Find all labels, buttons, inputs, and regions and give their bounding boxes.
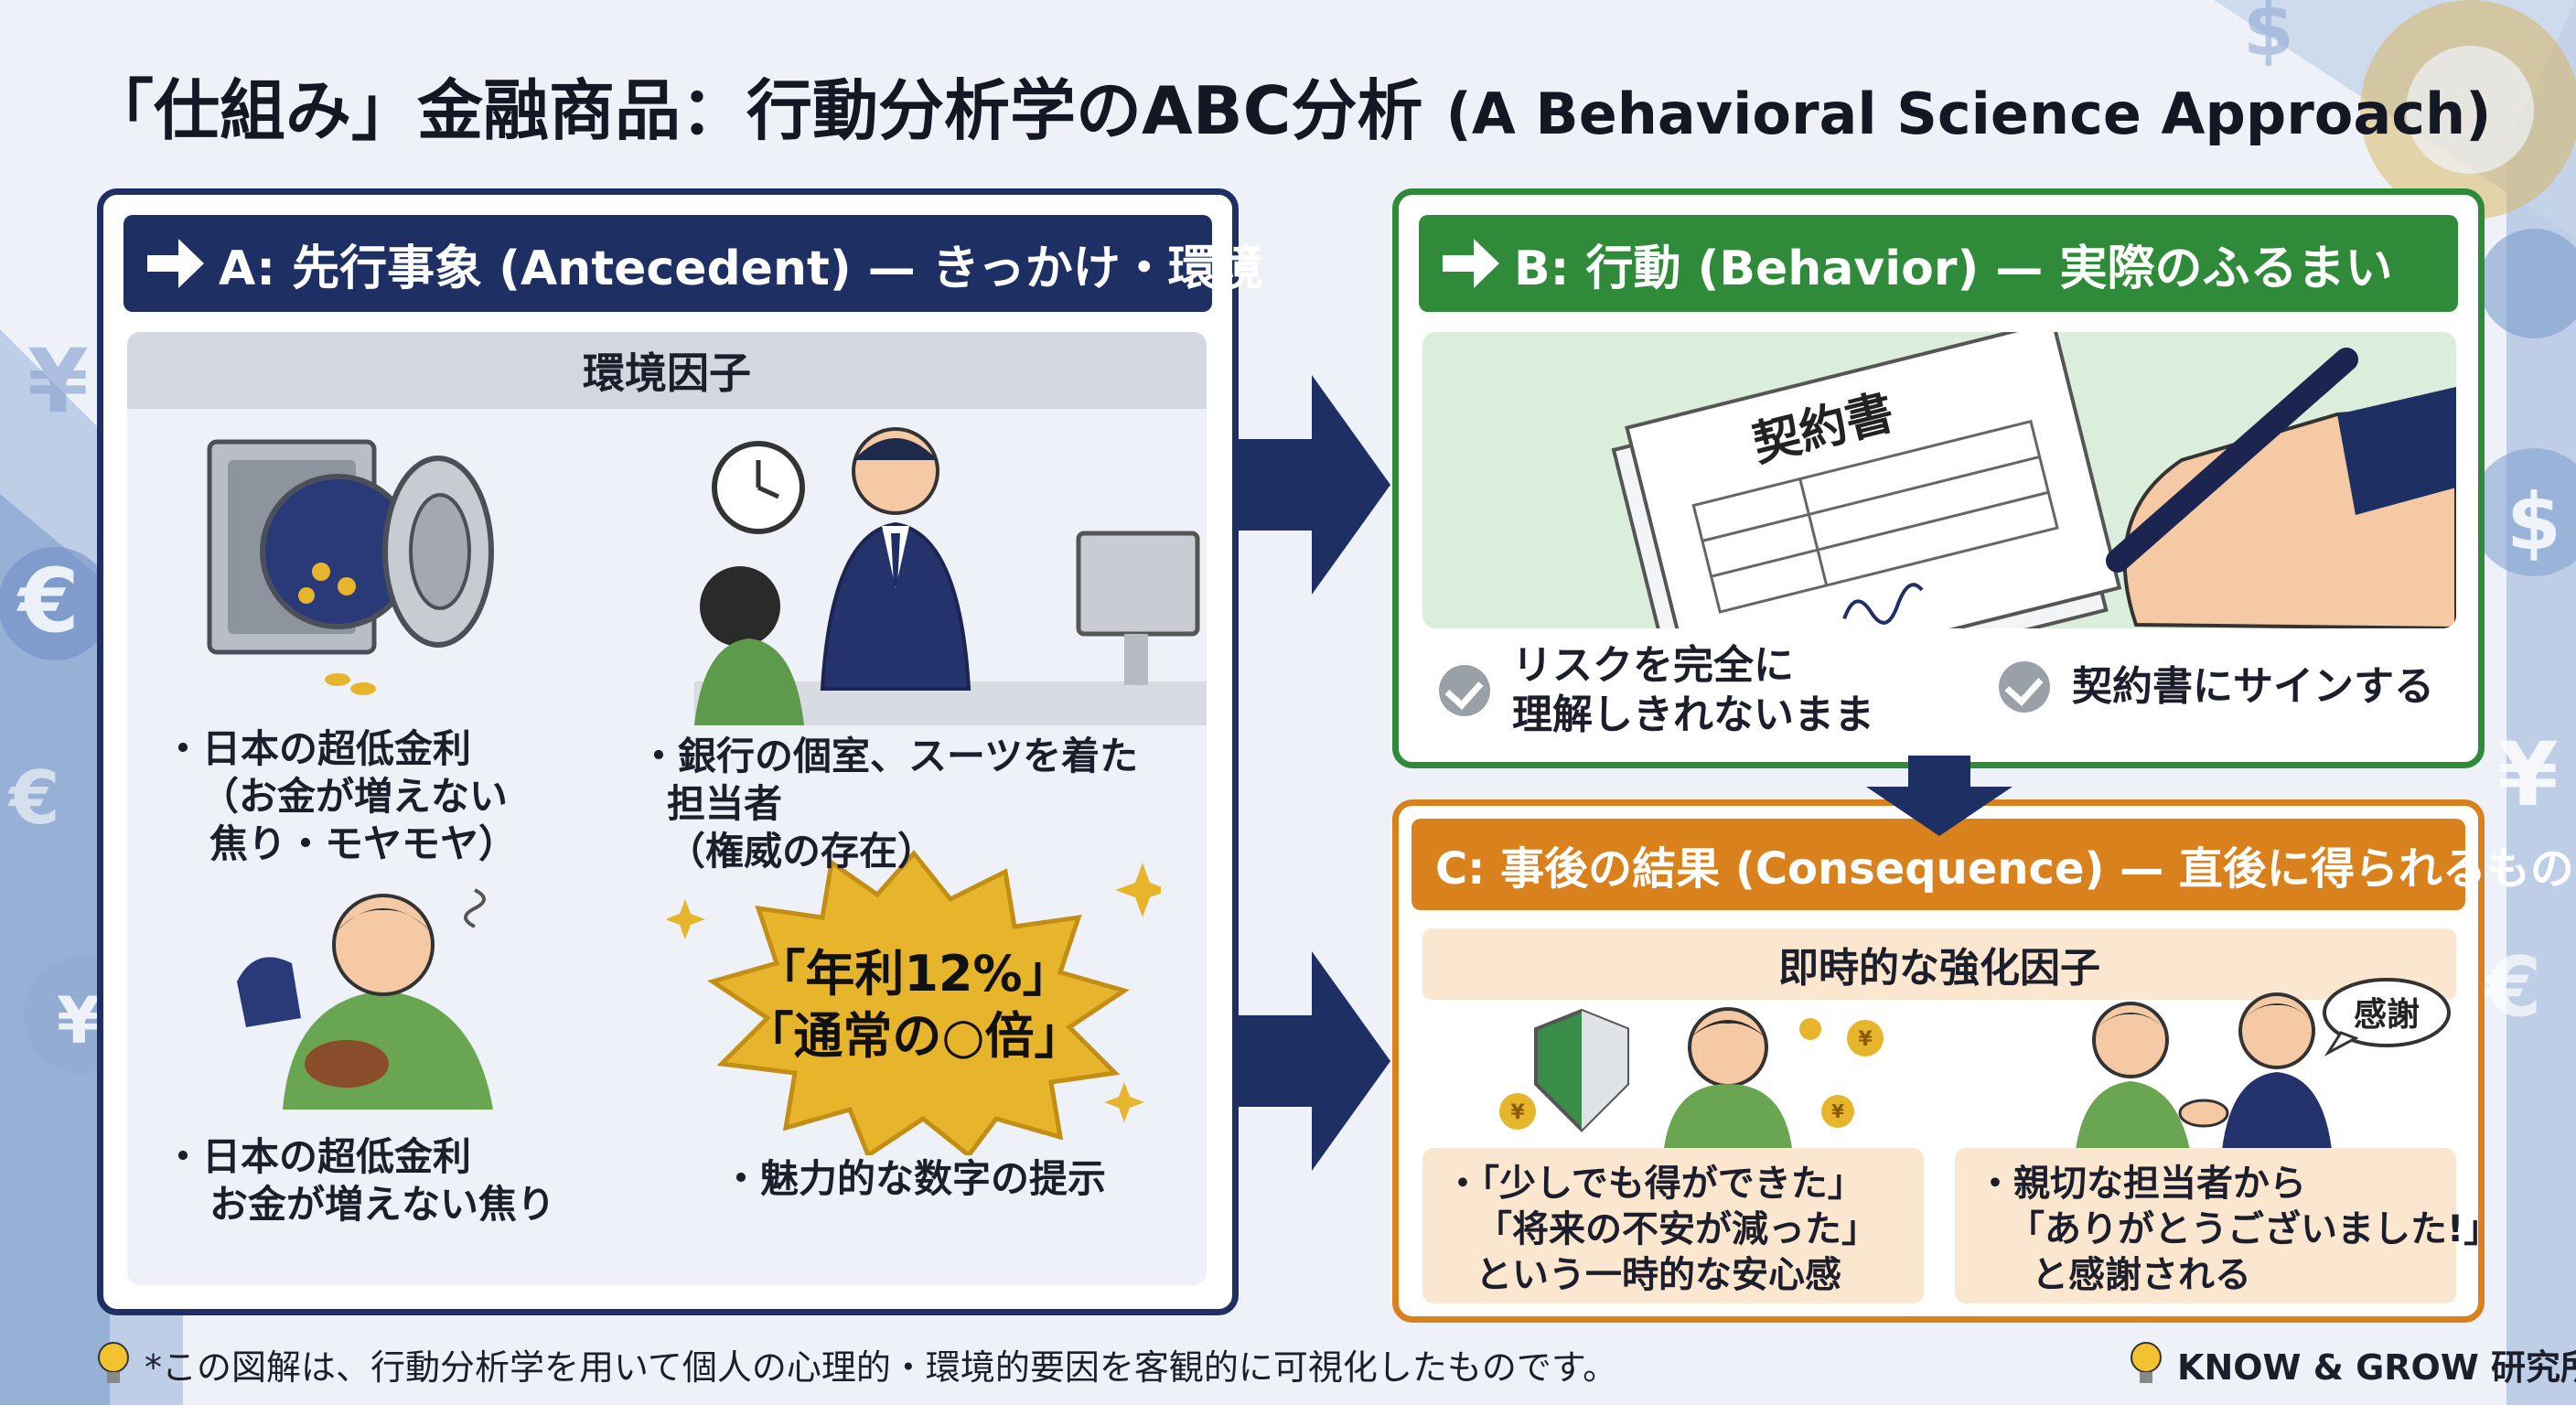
page-title: 「仕組み」金融商品：行動分析学のABC分析 (A Behavioral Scie…	[88, 57, 2491, 153]
dollar-icon: $	[2243, 0, 2294, 72]
behavior-item-2: 契約書にサインする	[1999, 661, 2434, 713]
title-subtitle: (A Behavioral Science Approach)	[1445, 80, 2492, 147]
pen-icon	[2106, 348, 2358, 573]
panel-b-illustration-area: 契約書	[1422, 332, 2456, 628]
panel-c-title: C: 事後の結果 (Consequence) — 直後に得られるもの	[1435, 843, 2574, 895]
check-icon	[1439, 665, 1490, 716]
contract-signing-illustration: 契約書	[1611, 332, 2456, 628]
yen-icon: ¥	[57, 983, 102, 1058]
sparkle-icon	[1115, 863, 1161, 917]
relieved-person-illustration: ¥ ¥ ¥	[1499, 1007, 1884, 1148]
coin-icon	[1847, 1020, 1884, 1056]
yen-icon: ¥	[1831, 1100, 1844, 1122]
section-label-environment: 環境因子	[127, 332, 1207, 409]
lightbulb-icon	[2131, 1341, 2162, 1383]
key-icon	[1799, 1018, 1821, 1040]
panel-a-header: A: 先行事象 (Antecedent) — きっかけ・環境	[123, 215, 1263, 312]
sparkle-icon	[1104, 1082, 1144, 1122]
yen-icon: ¥	[1858, 1028, 1873, 1051]
flow-arrow-a-to-c	[1229, 951, 1390, 1171]
antecedent-item-1: ・日本の超低金利 （お金が増えない 焦り・モヤモヤ）	[164, 726, 518, 866]
sparkle-icon	[667, 899, 705, 939]
vault-illustration	[207, 439, 494, 695]
yen-icon: ¥	[1510, 1101, 1525, 1124]
panel-a-title: A: 先行事象 (Antecedent) — きっかけ・環境	[219, 241, 1263, 296]
badge-text-multiple: 「通常の○倍」	[744, 1007, 1083, 1065]
coin-icon	[1499, 1093, 1536, 1130]
flow-arrow-a-to-b	[1229, 375, 1390, 595]
brand-logo: KNOW & GROW 研究所	[2128, 1339, 2576, 1389]
antecedent-item-3: ・日本の超低金利 お金が増えない焦り	[164, 1134, 556, 1227]
behavior-item-1: リスクを完全に 理解しきれないまま	[1439, 641, 1874, 740]
footer-note: *この図解は、行動分析学を用いて個人の心理的・環境的要因を客観的に可視化したもの…	[95, 1339, 1617, 1389]
title-main: 「仕組み」金融商品：行動分析学のABC分析	[88, 72, 1423, 149]
panel-behavior: B: 行動 (Behavior) — 実際のふるまい 契約書 リスクを完全に 理…	[1392, 188, 2485, 768]
bank-meeting-illustration	[694, 427, 1207, 725]
yen-icon: ¥	[2497, 724, 2559, 826]
antecedent-item-4: ・魅力的な数字の提示	[722, 1156, 1107, 1201]
dollar-icon: $	[2506, 477, 2561, 568]
contract-document	[1625, 332, 2122, 628]
panel-consequence: C: 事後の結果 (Consequence) — 直後に得られるもの 即時的な強…	[1392, 799, 2574, 1323]
coin-icon	[1821, 1095, 1854, 1128]
speech-text: 感謝	[2354, 996, 2420, 1034]
badge-text-rate: 「年利12%」	[756, 945, 1071, 1003]
interest-rate-badge: 「年利12%」 「通常の○倍」	[667, 850, 1161, 1155]
euro-icon: €	[7, 756, 60, 841]
antecedent-item-2: ・銀行の個室、スーツを着た 担当者 （権威の存在）	[639, 734, 1139, 874]
panel-b-header: B: 行動 (Behavior) — 実際のふるまい	[1419, 215, 2458, 312]
euro-icon: €	[2483, 939, 2542, 1035]
gear-icon	[2479, 229, 2576, 338]
speech-bubble	[2323, 978, 2451, 1047]
consequence-item-2: ・親切な担当者から 「ありがとうございました!」 と感謝される	[1955, 1148, 2500, 1303]
panel-a-content: 環境因子	[127, 332, 1207, 1285]
worried-person-illustration	[237, 888, 493, 1110]
check-icon	[1999, 661, 2050, 713]
panel-antecedent: A: 先行事象 (Antecedent) — きっかけ・環境 環境因子	[97, 188, 1263, 1315]
panel-c-header: C: 事後の結果 (Consequence) — 直後に得られるもの	[1411, 819, 2574, 910]
section-label-reinforcer: 即時的な強化因子	[1422, 928, 2456, 1000]
arrow-right-icon	[147, 239, 204, 288]
handshake-illustration: 感謝	[2076, 978, 2451, 1150]
euro-icon: €	[16, 550, 80, 652]
lightbulb-icon	[98, 1341, 129, 1383]
yen-icon: ¥	[27, 330, 89, 433]
panel-b-title: B: 行動 (Behavior) — 実際のふるまい	[1514, 241, 2393, 296]
flow-arrow-b-to-c	[1866, 756, 2012, 836]
coin-icon	[0, 547, 112, 660]
coin-icon	[2470, 448, 2576, 576]
arrow-right-icon	[1443, 239, 1499, 288]
consequence-item-1: ・「少しでも得ができた」 「将来の不安が減った」 という一時的な安心感	[1422, 1148, 1924, 1303]
